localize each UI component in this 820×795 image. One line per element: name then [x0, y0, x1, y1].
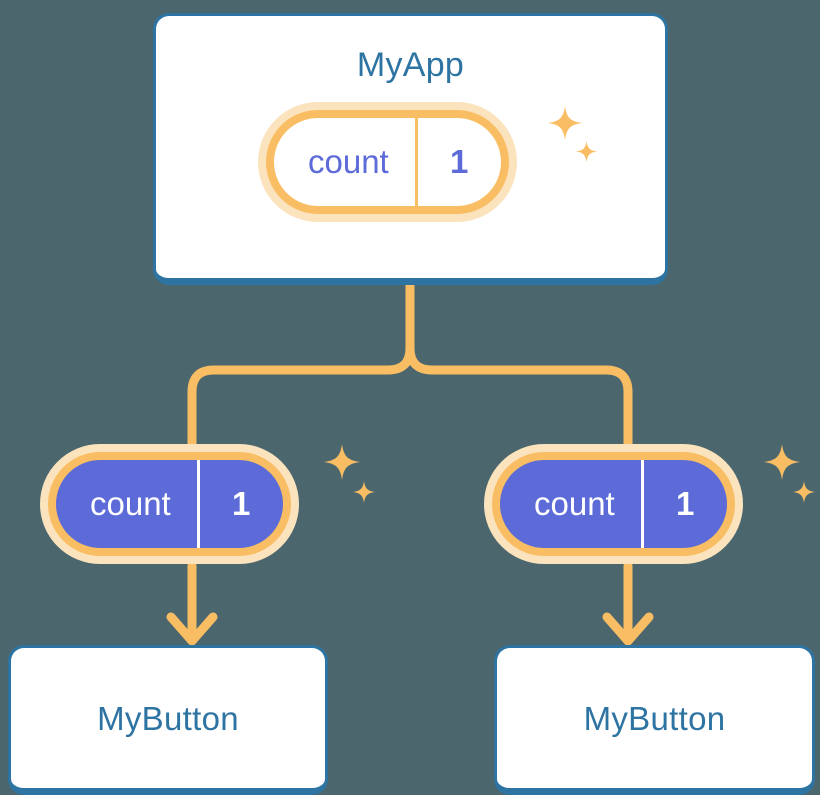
component-title-mybutton: MyButton	[583, 699, 726, 737]
connector-root-to-left	[187, 280, 415, 457]
state-value: 1	[414, 118, 501, 206]
state-key: count	[534, 485, 615, 522]
state-key: count	[308, 143, 389, 180]
state-pill[interactable]: count 1	[48, 452, 291, 556]
sparkle-icon	[764, 444, 800, 480]
component-title-mybutton: MyButton	[97, 699, 239, 737]
state-pill-child-left[interactable]: count 1	[48, 444, 375, 556]
diagram-canvas: MyApp count 1 count 1	[8, 13, 815, 795]
component-card-mybutton-left[interactable]: MyButton	[8, 645, 328, 795]
component-card-mybutton-right[interactable]: MyButton	[494, 645, 815, 795]
sparkle-icon	[353, 481, 375, 503]
component-title-myapp: MyApp	[356, 46, 465, 84]
arrow-head-left	[166, 612, 218, 646]
state-value: 1	[640, 460, 727, 548]
state-value: 1	[196, 460, 283, 548]
connector-root-to-right	[405, 280, 633, 457]
state-pill[interactable]: count 1	[492, 452, 735, 556]
arrow-head-right	[602, 612, 654, 646]
state-pill-root[interactable]: count 1	[266, 106, 597, 214]
state-pill-child-right[interactable]: count 1	[492, 444, 815, 556]
state-pill[interactable]: count 1	[266, 110, 509, 214]
sparkle-icon	[793, 481, 815, 503]
state-key: count	[90, 485, 171, 522]
sparkle-icon	[324, 444, 360, 480]
